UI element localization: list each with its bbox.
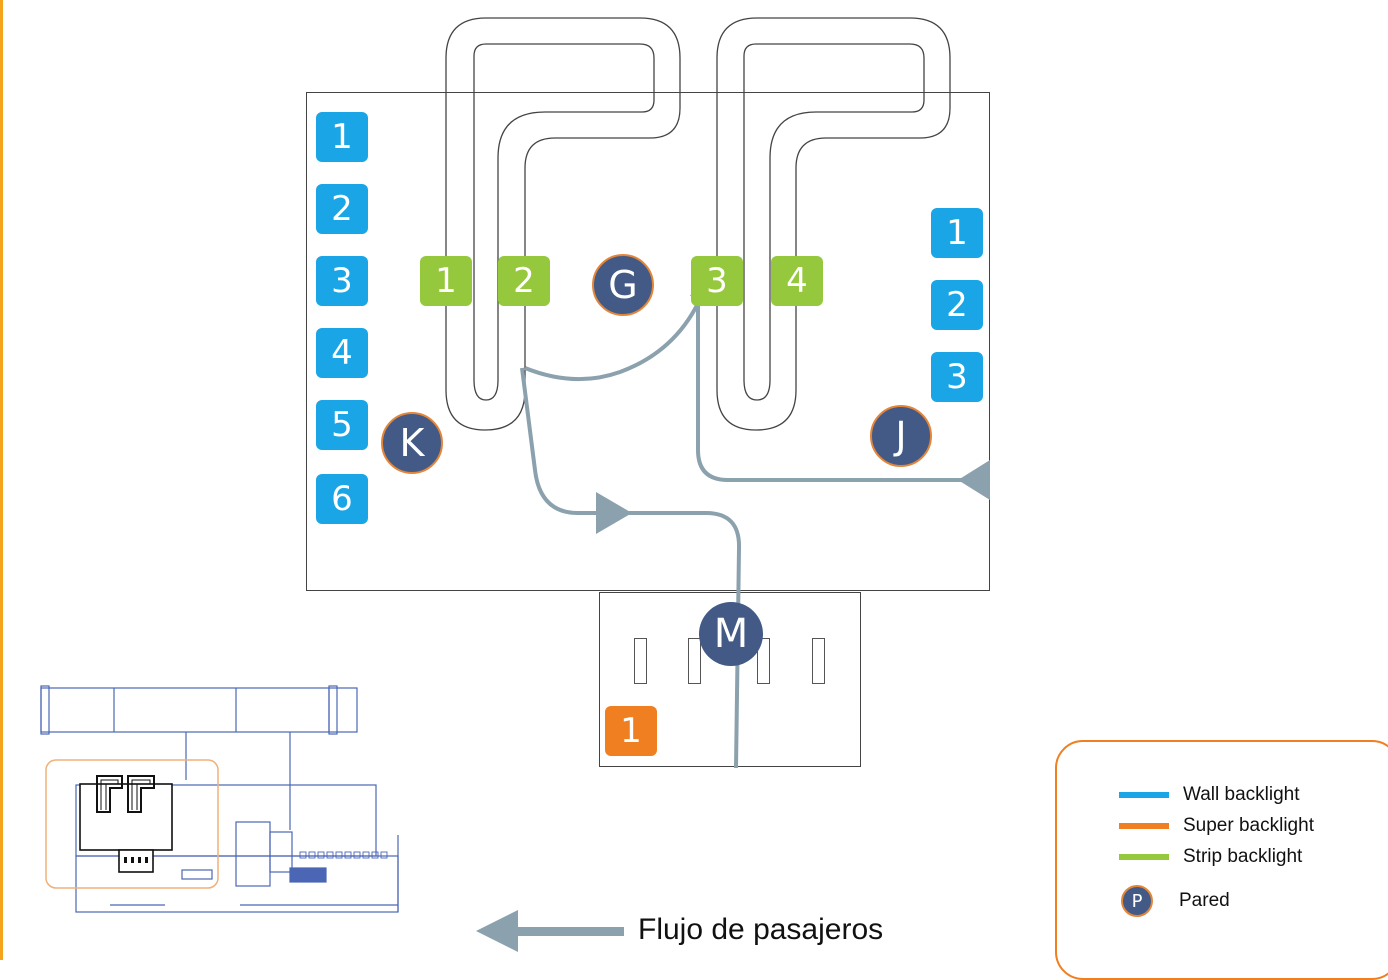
- wall-backlight-badge: 2: [931, 280, 983, 330]
- pared-marker-k: K: [381, 412, 443, 474]
- main-hall-outline: [306, 92, 990, 591]
- turnstile-gate: [757, 638, 770, 684]
- left-edge-rule: [0, 0, 3, 960]
- flow-path-to-left-lane: [520, 367, 742, 769]
- wall-backlight-badge: 1: [316, 112, 368, 162]
- wall-backlight-badge: 6: [316, 474, 368, 524]
- turnstile-gate: [688, 638, 701, 684]
- wall-backlight-badge: 3: [316, 256, 368, 306]
- legend-swatch-wall: [1119, 792, 1169, 798]
- legend-swatch-super: [1119, 823, 1169, 829]
- flow-arrow-head: [596, 492, 632, 534]
- legend-row-wall: Wall backlight: [1119, 784, 1300, 806]
- legend-row-pared: P Pared: [1119, 885, 1230, 917]
- queue-lane-left-inner: [473, 43, 655, 401]
- strip-backlight-badge: 2: [498, 256, 550, 306]
- legend-label-wall: Wall backlight: [1183, 784, 1300, 805]
- legend-row-strip: Strip backlight: [1119, 846, 1302, 868]
- legend-row-super: Super backlight: [1119, 815, 1314, 837]
- queue-lane-right-inner: [743, 43, 925, 401]
- strip-backlight-badge: 3: [691, 256, 743, 306]
- legend-swatch-strip: [1119, 854, 1169, 860]
- super-backlight-badge: 1: [605, 706, 657, 756]
- strip-backlight-badge: 4: [771, 256, 823, 306]
- strip-backlight-badge: 1: [420, 256, 472, 306]
- minimap-hall: [79, 775, 173, 873]
- wall-backlight-badge: 5: [316, 400, 368, 450]
- queue-and-flow-drawing: [40, 17, 990, 952]
- pared-marker-m: M: [699, 602, 763, 666]
- minimap-highlight: [45, 759, 219, 889]
- legend-label-pared: Pared: [1179, 890, 1230, 911]
- flow-path-branch-left: [524, 289, 706, 382]
- legend-label-strip: Strip backlight: [1183, 846, 1303, 867]
- turnstile-gate: [812, 638, 825, 684]
- wall-backlight-badge: 3: [931, 352, 983, 402]
- airport-minimap: [40, 685, 399, 913]
- wall-backlight-badge: 1: [931, 208, 983, 258]
- flow-arrow-head: [958, 460, 990, 500]
- queue-lane-left-outer: [445, 17, 681, 431]
- wall-backlight-badge: 4: [316, 328, 368, 378]
- queue-lane-right-outer: [716, 17, 951, 431]
- pared-marker-j: J: [870, 405, 932, 467]
- passenger-flow-label: Flujo de pasajeros: [638, 913, 884, 946]
- legend-box: Wall backlight Super backlight Strip bac…: [1055, 740, 1388, 980]
- pared-marker-g: G: [592, 254, 654, 316]
- passenger-flow-arrow: [476, 910, 624, 952]
- legend-label-super: Super backlight: [1183, 815, 1314, 836]
- legend-pared-icon: P: [1121, 885, 1153, 917]
- turnstile-gate: [634, 638, 647, 684]
- wall-backlight-badge: 2: [316, 184, 368, 234]
